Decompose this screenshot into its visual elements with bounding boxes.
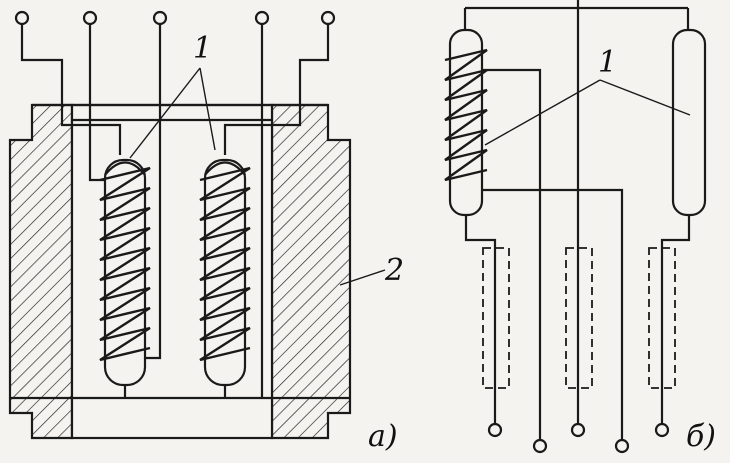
panel-a-label: a) xyxy=(368,419,398,454)
coil-left xyxy=(99,166,151,362)
terminals-b xyxy=(487,422,670,454)
lamp-b-left xyxy=(444,28,624,440)
outer-shell-right xyxy=(270,103,352,440)
heater-lamp-right xyxy=(199,158,251,398)
callout-2: 2 xyxy=(384,253,404,288)
coil-right xyxy=(199,166,251,362)
lamp-b-right xyxy=(660,28,707,425)
terminals-a xyxy=(14,10,336,26)
panel-b-label: б) xyxy=(686,419,716,454)
leaders-a xyxy=(129,67,386,286)
heater-lamp-left xyxy=(99,158,151,398)
coil-b-left xyxy=(444,48,488,182)
callout-1-right: 1 xyxy=(598,45,617,80)
panel-a-assembly xyxy=(8,10,386,440)
panel-b-assembly xyxy=(444,0,707,454)
leaders-b xyxy=(484,79,691,146)
outer-shell-left xyxy=(8,103,74,440)
callout-1-left: 1 xyxy=(193,31,212,66)
dashed-sleeves xyxy=(482,247,676,389)
